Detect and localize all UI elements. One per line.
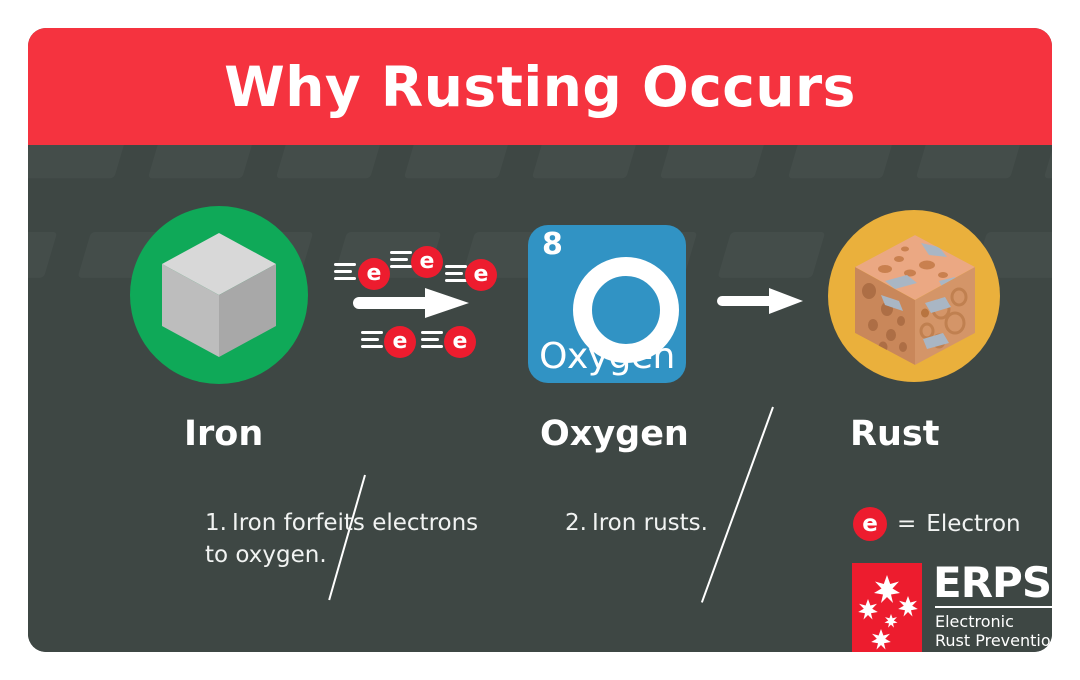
electron-badge: e <box>384 326 416 358</box>
electron-flow-arrow-icon <box>353 288 469 318</box>
electron-badge: e <box>411 246 443 278</box>
caption-text: Iron rusts. <box>591 510 708 536</box>
logo-tagline: Electronic Rust Prevention Systems <box>935 612 1052 652</box>
speed-lines-icon <box>421 331 443 352</box>
electron-symbol: e <box>473 262 489 287</box>
electron-symbol: e <box>419 249 435 274</box>
logo-brand-name: ERPS <box>933 558 1052 607</box>
oxygen-atomic-number: 8 <box>542 227 563 262</box>
electron-badge: e <box>358 258 390 290</box>
reaction-arrow-icon <box>717 288 803 314</box>
header-banner: Why Rusting Occurs <box>28 28 1052 145</box>
electron-symbol: e <box>392 329 408 354</box>
speed-lines-icon <box>445 265 467 286</box>
diagram-stage: Iron e e e <box>28 145 1052 652</box>
electron-badge: e <box>465 259 497 291</box>
caption-text: Iron forfeits electrons to oxygen. <box>205 510 479 568</box>
oxygen-element-name: Oxygen <box>539 336 675 377</box>
electron-symbol: e <box>452 329 468 354</box>
infographic-card: Why Rusting Occurs <box>28 28 1052 652</box>
legend-equals: = <box>897 511 917 537</box>
logo-tagline-line: Electronic <box>935 611 1014 631</box>
rusted-cube-icon <box>855 235 975 365</box>
legend-term: Electron <box>926 511 1021 537</box>
southern-cross-flag-icon <box>852 563 922 652</box>
speed-lines-icon <box>390 251 412 272</box>
caption-step-2: 2.Iron rusts. <box>565 508 795 540</box>
electron-symbol: e <box>862 510 878 537</box>
erps-logo: ERPS Electronic Rust Prevention Systems <box>852 558 1052 652</box>
logo-tagline-line: Rust Prevention <box>935 631 1052 651</box>
speed-lines-icon <box>334 263 356 284</box>
logo-text-block: ERPS Electronic Rust Prevention Systems <box>933 558 1052 652</box>
legend-electron: e = Electron <box>853 507 1021 541</box>
oxygen-element-tile: 8 Oxygen <box>528 225 686 383</box>
logo-tagline-line: Systems <box>935 651 1052 652</box>
grey-cube-icon <box>162 233 276 357</box>
logo-divider <box>935 605 1052 608</box>
page-title: Why Rusting Occurs <box>224 54 856 119</box>
node-label-oxygen: Oxygen <box>540 414 689 454</box>
caption-number: 2. <box>565 510 587 536</box>
node-label-rust: Rust <box>850 414 940 454</box>
caption-step-1: 1.Iron forfeits electrons to oxygen. <box>205 508 485 571</box>
electron-badge: e <box>444 326 476 358</box>
electron-badge: e <box>853 507 887 541</box>
caption-number: 1. <box>205 510 227 536</box>
node-label-iron: Iron <box>184 414 264 454</box>
southern-cross-stars-icon <box>858 575 918 650</box>
speed-lines-icon <box>361 331 383 352</box>
electron-symbol: e <box>366 261 382 286</box>
